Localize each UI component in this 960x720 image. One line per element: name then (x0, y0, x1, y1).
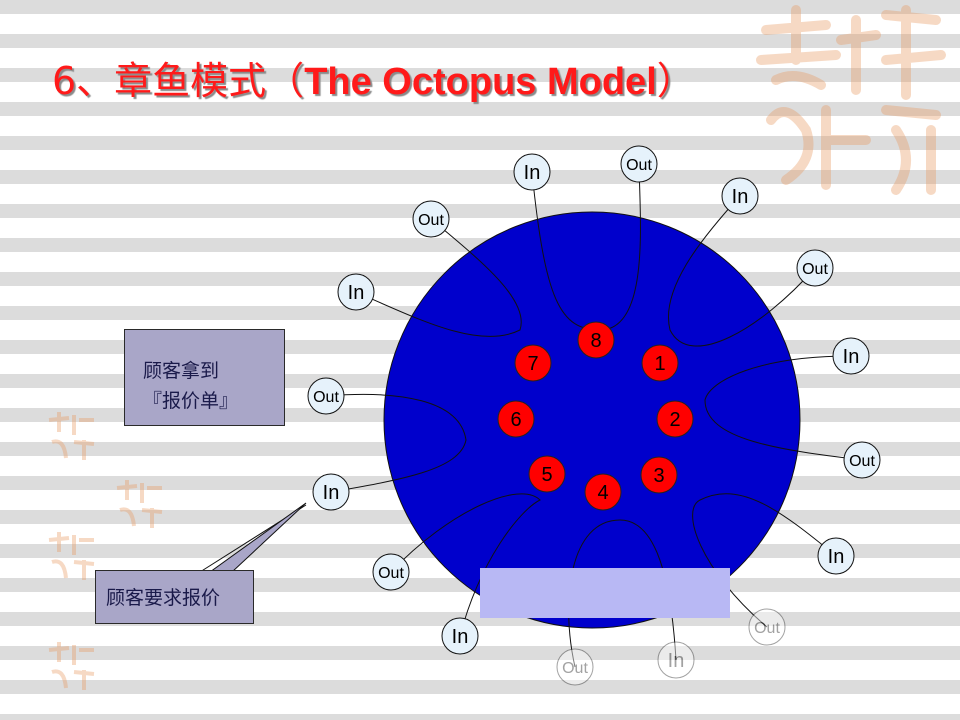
title-suffix: ） (656, 59, 695, 103)
svg-text:5: 5 (541, 464, 552, 486)
svg-text:2: 2 (669, 409, 680, 431)
svg-text:In: In (323, 482, 340, 504)
tentacle-end-out: Out (372, 553, 410, 591)
tentacle-end-out: Out (620, 145, 658, 183)
tentacle-end-out: Out (412, 200, 450, 238)
numbered-nodes: 8 1 2 3 4 5 6 7 (497, 321, 694, 511)
watermark-logo (756, 5, 946, 195)
svg-text:Out: Out (626, 157, 652, 174)
tentacle-loop (325, 393, 467, 493)
node-1: 1 (641, 344, 679, 382)
tentacle-end-in: In (441, 617, 479, 655)
node-3: 3 (640, 456, 678, 494)
svg-text:In: In (668, 650, 685, 672)
svg-text:Out: Out (378, 565, 404, 582)
svg-text:6: 6 (510, 409, 521, 431)
tentacle-end-in: In (817, 537, 855, 575)
svg-text:In: In (843, 346, 860, 368)
svg-text:4: 4 (597, 482, 608, 504)
svg-text:3: 3 (653, 465, 664, 487)
svg-text:Out: Out (754, 620, 780, 637)
node-2: 2 (656, 400, 694, 438)
tentacle-end-in: In (657, 641, 695, 679)
callout-request-quote: 顾客要求报价 (95, 570, 254, 624)
svg-text:In: In (732, 186, 749, 208)
callout-quote-line2: 『报价单』 (143, 390, 239, 412)
callout-quote-line1: 顾客拿到 (143, 360, 220, 382)
svg-text:Out: Out (418, 212, 444, 229)
svg-text:Out: Out (802, 261, 828, 278)
svg-text:1: 1 (654, 353, 665, 375)
tentacle-end-in: In (513, 153, 551, 191)
tentacle-end-out: Out (748, 608, 786, 646)
slide-title: 6、章鱼模式（The Octopus Model） (52, 50, 695, 105)
highlight-overlay (480, 568, 730, 618)
title-prefix: 6、章鱼模式（ (52, 59, 305, 103)
tentacle-end-out: Out (307, 377, 345, 415)
tentacle-loop (355, 218, 522, 337)
svg-text:Out: Out (313, 389, 339, 406)
tentacle-ends: In Out In Out In Out In Out In Out In Ou… (307, 145, 881, 686)
tentacle-loop (668, 195, 816, 347)
tentacle-end-in: In (721, 177, 759, 215)
tentacle-end-out: Out (556, 648, 594, 686)
svg-text:In: In (452, 626, 469, 648)
watermark-small-logo-4 (48, 642, 95, 690)
svg-text:In: In (348, 282, 365, 304)
tentacle-end-out: Out (796, 249, 834, 287)
svg-text:7: 7 (527, 353, 538, 375)
tentacle-end-in: In (337, 273, 375, 311)
node-5: 5 (528, 455, 566, 493)
tentacle-loop (704, 355, 863, 461)
tentacle-end-in: In (832, 337, 870, 375)
svg-text:Out: Out (849, 453, 875, 470)
node-4: 4 (584, 473, 622, 511)
node-7: 7 (514, 344, 552, 382)
svg-text:Out: Out (562, 660, 588, 677)
watermark-small-logo-2 (116, 480, 163, 528)
title-english: The Octopus Model (304, 61, 657, 103)
node-6: 6 (497, 400, 535, 438)
watermark-small-logo-1 (48, 412, 95, 460)
tentacle-end-in: In (312, 473, 350, 511)
node-8: 8 (577, 321, 615, 359)
callout-pointer (208, 502, 307, 573)
octopus-body (383, 211, 801, 629)
watermark-small-logo-3 (48, 532, 95, 580)
svg-text:8: 8 (590, 330, 601, 352)
tentacle-end-out: Out (843, 441, 881, 479)
svg-text:In: In (524, 162, 541, 184)
callout-quote-received: 顾客拿到 『报价单』 (124, 329, 285, 426)
svg-text:In: In (828, 546, 845, 568)
